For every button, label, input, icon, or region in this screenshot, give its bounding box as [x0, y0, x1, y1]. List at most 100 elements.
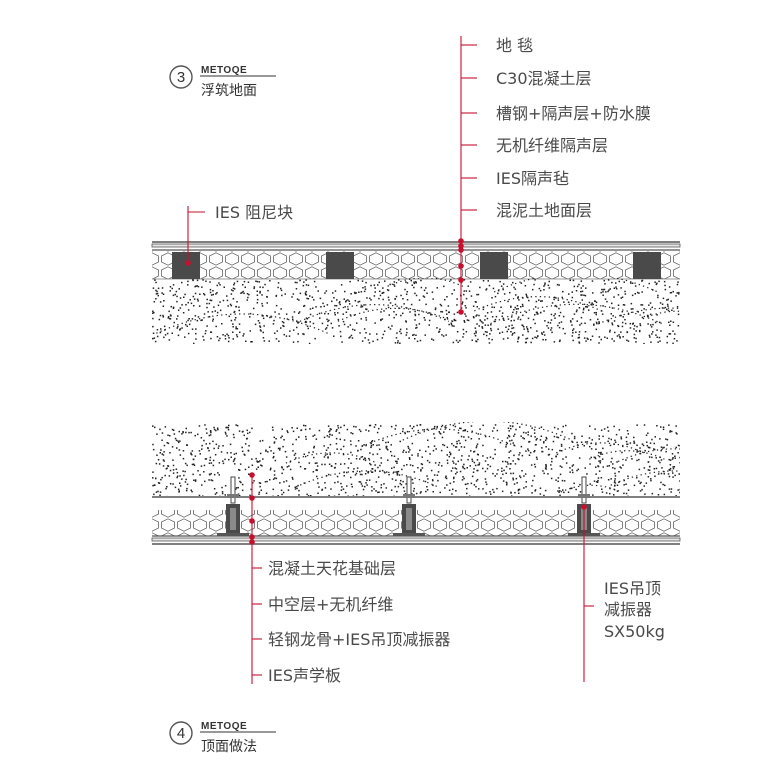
concrete-speck	[597, 477, 600, 479]
concrete-speck	[600, 338, 602, 341]
concrete-speck	[184, 481, 187, 483]
concrete-speck	[530, 435, 532, 437]
concrete-speck	[656, 425, 658, 427]
concrete-speck	[313, 456, 315, 459]
concrete-speck	[616, 490, 619, 492]
concrete-speck	[230, 304, 233, 307]
concrete-speck	[233, 311, 235, 314]
concrete-speck	[184, 293, 186, 296]
concrete-speck	[610, 438, 612, 441]
concrete-speck	[336, 429, 338, 431]
concrete-speck	[514, 463, 517, 465]
concrete-speck	[304, 468, 307, 470]
concrete-speck	[595, 448, 597, 450]
concrete-speck	[370, 445, 373, 447]
concrete-speck	[642, 311, 645, 314]
concrete-speck	[666, 341, 668, 344]
concrete-speck	[170, 315, 172, 317]
concrete-speck	[166, 495, 168, 496]
leader-dot	[458, 263, 464, 269]
concrete-speck	[221, 492, 224, 495]
concrete-speck	[368, 457, 370, 460]
concrete-speck	[256, 460, 258, 462]
concrete-speck	[266, 302, 268, 304]
concrete-speck	[306, 493, 308, 496]
concrete-speck	[187, 284, 189, 286]
concrete-speck	[558, 284, 560, 286]
concrete-speck	[595, 473, 597, 475]
concrete-speck	[159, 452, 161, 454]
concrete-speck	[584, 331, 587, 333]
concrete-speck	[223, 286, 225, 288]
concrete-speck	[514, 288, 517, 290]
concrete-speck	[580, 290, 582, 293]
concrete-speck	[359, 332, 361, 334]
concrete-speck	[476, 293, 478, 296]
concrete-speck	[614, 331, 616, 334]
concrete-speck	[557, 299, 560, 301]
concrete-speck	[432, 449, 435, 452]
concrete-speck	[268, 340, 270, 342]
concrete-speck	[659, 488, 661, 490]
concrete-speck	[194, 480, 197, 482]
concrete-speck	[670, 488, 673, 490]
concrete-speck	[372, 340, 374, 343]
concrete-speck	[647, 323, 649, 325]
concrete-speck	[551, 448, 554, 451]
concrete-speck	[201, 484, 203, 486]
concrete-speck	[409, 464, 412, 466]
concrete-speck	[510, 427, 512, 430]
concrete-speck	[578, 307, 581, 309]
concrete-speck	[536, 335, 539, 338]
concrete-speck	[153, 311, 155, 314]
concrete-speck	[209, 281, 211, 283]
concrete-speck	[512, 281, 514, 284]
concrete-speck	[666, 303, 669, 306]
concrete-speck	[601, 488, 603, 490]
concrete-speck	[211, 311, 214, 313]
concrete-speck	[272, 452, 275, 454]
concrete-speck	[459, 339, 461, 342]
concrete-speck	[359, 481, 362, 483]
concrete-speck	[212, 290, 214, 292]
concrete-speck	[308, 451, 310, 454]
concrete-speck	[394, 428, 396, 430]
concrete-speck	[657, 294, 659, 297]
concrete-speck	[493, 491, 495, 493]
concrete-speck	[573, 482, 575, 485]
concrete-speck	[190, 452, 192, 454]
concrete-speck	[224, 494, 226, 496]
concrete-speck	[210, 479, 212, 481]
concrete-speck	[340, 335, 342, 338]
concrete-speck	[182, 312, 185, 314]
concrete-speck	[544, 282, 546, 284]
concrete-speck	[230, 456, 232, 458]
concrete-speck	[294, 452, 297, 455]
concrete-speck	[539, 289, 542, 292]
concrete-speck	[256, 302, 259, 304]
concrete-speck	[292, 450, 294, 452]
concrete-speck	[154, 340, 157, 343]
concrete-speck	[212, 440, 214, 443]
concrete-speck	[570, 321, 572, 323]
concrete-speck	[187, 301, 189, 304]
concrete-speck	[666, 335, 669, 338]
concrete-speck	[179, 482, 181, 484]
concrete-speck	[620, 467, 622, 469]
concrete-speck	[411, 454, 413, 456]
concrete-speck	[413, 282, 416, 285]
concrete-speck	[204, 458, 207, 460]
concrete-speck	[272, 488, 274, 491]
concrete-speck	[278, 313, 280, 315]
concrete-speck	[447, 305, 450, 307]
concrete-speck	[555, 479, 557, 481]
concrete-speck	[656, 336, 658, 338]
concrete-speck	[535, 456, 538, 459]
concrete-speck	[283, 439, 285, 441]
concrete-speck	[558, 340, 561, 343]
concrete-speck	[377, 284, 379, 286]
concrete-speck	[348, 300, 350, 302]
concrete-speck	[659, 438, 661, 440]
concrete-speck	[365, 317, 367, 319]
concrete-speck	[377, 491, 379, 494]
